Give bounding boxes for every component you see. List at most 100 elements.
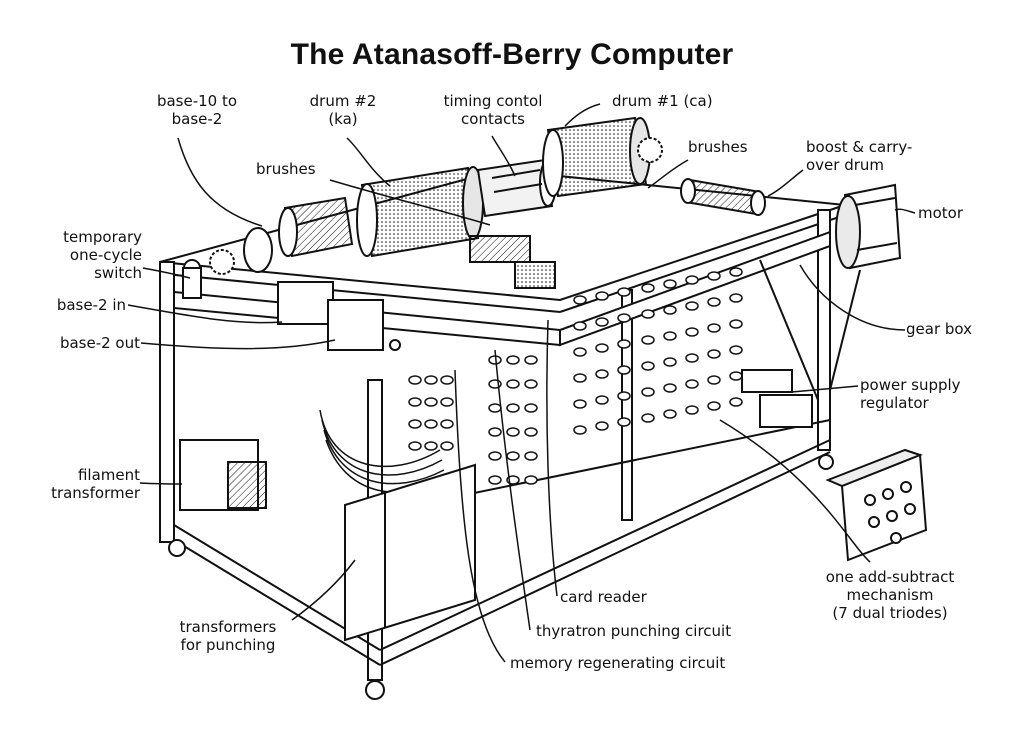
drum-1 (542, 116, 663, 198)
label-temporary-switch: temporary one-cycle switch (63, 228, 142, 282)
vacuum-tube (506, 427, 520, 437)
vacuum-tube (524, 355, 538, 365)
power-supply-box (741, 369, 813, 428)
vacuum-tube (707, 297, 721, 307)
label-card-reader: card reader (560, 588, 647, 606)
vacuum-tube (707, 375, 721, 385)
vacuum-tube (707, 323, 721, 333)
vacuum-tube (663, 305, 677, 315)
vacuum-tube (524, 379, 538, 389)
vacuum-tube (595, 343, 609, 353)
vacuum-tube (617, 287, 631, 297)
label-motor: motor (918, 204, 964, 222)
vacuum-tube (595, 369, 609, 379)
label-timing-contacts: timing contol contacts (443, 92, 543, 128)
tube-panels (408, 267, 743, 485)
vacuum-tube (707, 401, 721, 411)
vacuum-tube (641, 335, 655, 345)
label-drum-2: drum #2 (ka) (309, 92, 377, 128)
punching-transformers (344, 463, 476, 642)
label-filament-transformer: filament transformer (51, 466, 140, 502)
vacuum-tube (488, 475, 502, 485)
vacuum-tube (641, 361, 655, 371)
vacuum-tube (729, 345, 743, 355)
drum-2 (356, 166, 484, 258)
vacuum-tube (641, 283, 655, 293)
vacuum-tube (663, 409, 677, 419)
vacuum-tube (685, 301, 699, 311)
vacuum-tube (617, 313, 631, 323)
vacuum-tube (685, 353, 699, 363)
vacuum-tube (617, 417, 631, 427)
vacuum-tube (685, 405, 699, 415)
vacuum-tube (685, 379, 699, 389)
label-brushes-right: brushes (688, 138, 748, 156)
vacuum-tube (573, 347, 587, 357)
vacuum-tube (641, 309, 655, 319)
label-gear-box: gear box (906, 320, 972, 338)
label-boost-carry-drum: boost & carry- over drum (806, 138, 913, 174)
filament-transformer (179, 439, 267, 511)
switch-blocks (182, 235, 556, 351)
vacuum-tube (524, 451, 538, 461)
boost-carry-drum (680, 178, 766, 216)
vacuum-tube (440, 441, 454, 451)
vacuum-tube (408, 419, 422, 429)
vacuum-tube (506, 355, 520, 365)
vacuum-tube (641, 413, 655, 423)
vacuum-tube (595, 395, 609, 405)
vacuum-tube (729, 293, 743, 303)
label-memory-regenerating-circuit: memory regenerating circuit (510, 654, 726, 672)
vacuum-tube (663, 383, 677, 393)
vacuum-tube (408, 441, 422, 451)
vacuum-tube (440, 375, 454, 385)
label-brushes-left: brushes (256, 160, 316, 178)
leader-lines (127, 103, 916, 663)
label-base2-in: base-2 in (56, 296, 126, 314)
vacuum-tube (729, 397, 743, 407)
vacuum-tube (729, 319, 743, 329)
vacuum-tube (573, 295, 587, 305)
vacuum-tube (506, 451, 520, 461)
vacuum-tube (506, 403, 520, 413)
vacuum-tube (663, 279, 677, 289)
label-add-subtract-mechanism: one add-subtract mechanism (7 dual triod… (825, 568, 955, 622)
vacuum-tube (488, 451, 502, 461)
vacuum-tube (663, 357, 677, 367)
vacuum-tube (506, 379, 520, 389)
vacuum-tube (707, 349, 721, 359)
casters (168, 454, 834, 700)
vacuum-tube (524, 403, 538, 413)
label-transformers-for-punching: transformers for punching (179, 618, 277, 654)
vacuum-tube (424, 441, 438, 451)
vacuum-tube (524, 427, 538, 437)
add-subtract-unit (825, 448, 928, 562)
vacuum-tube (685, 275, 699, 285)
vacuum-tube (573, 321, 587, 331)
vacuum-tube (424, 375, 438, 385)
vacuum-tube (573, 373, 587, 383)
vacuum-tube (663, 331, 677, 341)
vacuum-tube (729, 267, 743, 277)
vacuum-tube (595, 317, 609, 327)
vacuum-tube (617, 391, 631, 401)
vacuum-tube (573, 425, 587, 435)
vacuum-tube (488, 427, 502, 437)
vacuum-tube (595, 421, 609, 431)
base-conversion-drum (183, 196, 354, 277)
label-base10-to-base2: base-10 to base-2 (156, 92, 238, 128)
vacuum-tube (729, 371, 743, 381)
vacuum-tube (408, 375, 422, 385)
motor (835, 183, 902, 270)
vacuum-tube (707, 271, 721, 281)
label-power-supply-regulator: power supply regulator (860, 376, 961, 412)
vacuum-tube (408, 397, 422, 407)
vacuum-tube (424, 397, 438, 407)
vacuum-tube (524, 475, 538, 485)
vacuum-tube (440, 419, 454, 429)
vacuum-tube (488, 403, 502, 413)
vacuum-tube (617, 365, 631, 375)
vacuum-tube (617, 339, 631, 349)
